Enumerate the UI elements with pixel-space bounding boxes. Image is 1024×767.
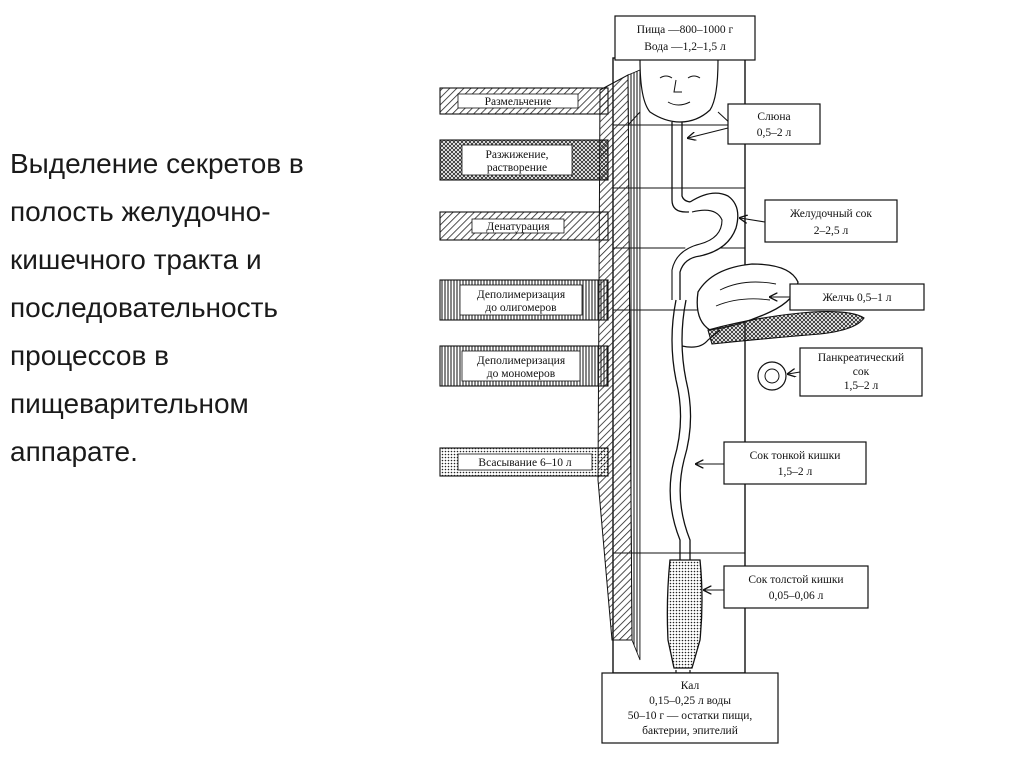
process-label: Деполимеризация	[477, 289, 566, 301]
process-monomers-box: Деполимеризация до мономеров	[439, 345, 609, 387]
caption-line: полость желудочно-	[10, 196, 271, 227]
intake-food: Пища —800–1000 г	[637, 24, 734, 36]
secretion-saliva-box: Слюна 0,5–2 л	[727, 103, 821, 145]
head-illustration	[627, 59, 733, 126]
process-dissolving-box: Разжижение, растворение	[439, 139, 609, 181]
caption-line: кишечного тракта и	[10, 244, 262, 275]
secretion-label: сок	[853, 366, 870, 378]
process-label: растворение	[487, 162, 547, 174]
secretion-volume: 2–2,5 л	[814, 225, 849, 237]
process-grinding-box: Размельчение	[439, 87, 609, 115]
food-intake-box: Пища —800–1000 г Вода —1,2–1,5 л	[614, 15, 756, 61]
caption-line: аппарате.	[10, 436, 138, 467]
caption-line: пищеварительном	[10, 388, 249, 419]
process-oligomers-box: Деполимеризация до олигомеров	[439, 279, 609, 321]
secretion-label: Желудочный сок	[790, 208, 872, 220]
caption-line: Выделение секретов в	[10, 148, 304, 179]
secretion-arrows	[688, 127, 801, 590]
secretion-label: Сок толстой кишки	[748, 574, 843, 586]
process-label: до мономеров	[487, 368, 556, 380]
secretion-pancreatic-box: Панкреатический сок 1,5–2 л	[799, 347, 923, 397]
secretion-bile-box: Желчь 0,5–1 л	[789, 283, 925, 311]
output-residue: 50–10 г — остатки пищи,	[628, 710, 753, 722]
slide-caption: Выделение секретов в полость желудочно- …	[10, 140, 410, 476]
secretion-label: Панкреатический	[818, 352, 904, 364]
secretion-large-intestine-box: Сок толстой кишки 0,05–0,06 л	[723, 565, 869, 609]
secretion-label: Желчь 0,5–1 л	[823, 292, 892, 304]
secretion-volume: 0,5–2 л	[757, 127, 792, 139]
feces-output-box: Кал 0,15–0,25 л воды 50–10 г — остатки п…	[601, 672, 779, 744]
secretion-volume: 1,5–2 л	[844, 380, 879, 392]
output-water: 0,15–0,25 л воды	[649, 695, 731, 707]
process-label: Деполимеризация	[477, 355, 566, 367]
caption-line: процессов в	[10, 340, 170, 371]
process-label: Разжижение,	[485, 149, 548, 161]
process-label: Всасывание 6–10 л	[478, 457, 571, 469]
secretion-gastric-box: Желудочный сок 2–2,5 л	[764, 199, 898, 243]
output-composition: бактерии, эпителий	[642, 725, 738, 737]
output-label: Кал	[681, 680, 700, 692]
process-denaturation-box: Денатурация	[439, 211, 609, 241]
secretion-volume: 0,05–0,06 л	[769, 590, 824, 602]
process-label: Денатурация	[486, 221, 550, 233]
secretion-volume: 1,5–2 л	[778, 466, 813, 478]
secretion-small-intestine-box: Сок тонкой кишки 1,5–2 л	[723, 441, 867, 485]
caption-line: последовательность	[10, 292, 278, 323]
digestive-tract	[666, 122, 865, 690]
process-label: Размельчение	[485, 96, 552, 108]
process-absorption-box: Всасывание 6–10 л	[439, 447, 609, 477]
intake-water: Вода —1,2–1,5 л	[644, 41, 726, 53]
process-label: до олигомеров	[485, 302, 557, 314]
secretion-label: Слюна	[757, 111, 790, 123]
secretion-label: Сок тонкой кишки	[750, 450, 841, 462]
